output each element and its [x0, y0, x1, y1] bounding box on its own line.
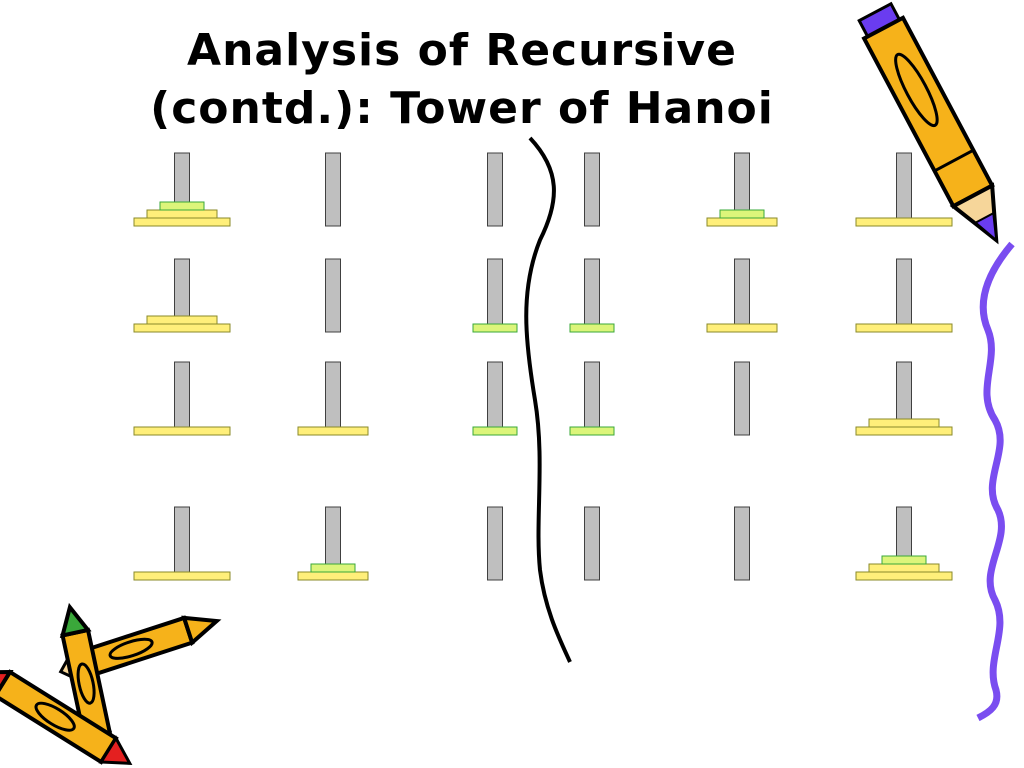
tower-peg	[325, 361, 341, 436]
tower-peg	[734, 361, 750, 436]
tower-peg	[896, 152, 912, 227]
title-line-1: Analysis of Recursive	[187, 25, 737, 76]
disk-medium	[146, 209, 218, 219]
crayons-icon	[0, 602, 222, 765]
disk-large	[133, 323, 231, 333]
disk-small	[159, 201, 205, 211]
disk-large	[855, 217, 953, 227]
disk-small	[310, 563, 356, 573]
tower-peg	[487, 506, 503, 581]
slide-title: Analysis of Recursive (contd.): Tower of…	[0, 22, 924, 138]
disk-large	[133, 217, 231, 227]
tower-peg	[584, 152, 600, 227]
tower-peg	[174, 506, 190, 581]
tower-peg	[584, 361, 600, 436]
divider-curve	[524, 136, 572, 663]
disk-large	[133, 426, 231, 436]
disk-small	[569, 426, 615, 436]
disk-medium	[868, 563, 940, 573]
tower-peg	[325, 258, 341, 333]
tower-peg	[734, 506, 750, 581]
disk-medium	[297, 426, 369, 436]
disk-medium	[297, 571, 369, 581]
disk-medium	[706, 217, 778, 227]
disk-small	[881, 555, 927, 565]
pencil-icon	[857, 1, 999, 245]
tower-peg	[584, 506, 600, 581]
tower-peg	[487, 361, 503, 436]
disk-large	[855, 323, 953, 333]
tower-peg	[487, 258, 503, 333]
tower-peg	[487, 152, 503, 227]
disk-medium	[706, 323, 778, 333]
tower-peg	[584, 258, 600, 333]
disk-large	[855, 571, 953, 581]
title-line-2: (contd.): Tower of Hanoi	[150, 83, 774, 134]
disk-small	[569, 323, 615, 333]
tower-peg	[734, 258, 750, 333]
tower-peg	[325, 152, 341, 227]
wavy-border	[976, 241, 1015, 722]
tower-peg	[896, 258, 912, 333]
disk-small	[472, 426, 518, 436]
disk-small	[472, 323, 518, 333]
disk-small	[719, 209, 765, 219]
disk-medium	[146, 315, 218, 325]
disk-large	[133, 571, 231, 581]
tower-states	[133, 152, 953, 581]
disk-large	[855, 426, 953, 436]
tower-peg	[174, 361, 190, 436]
disk-medium	[868, 418, 940, 428]
